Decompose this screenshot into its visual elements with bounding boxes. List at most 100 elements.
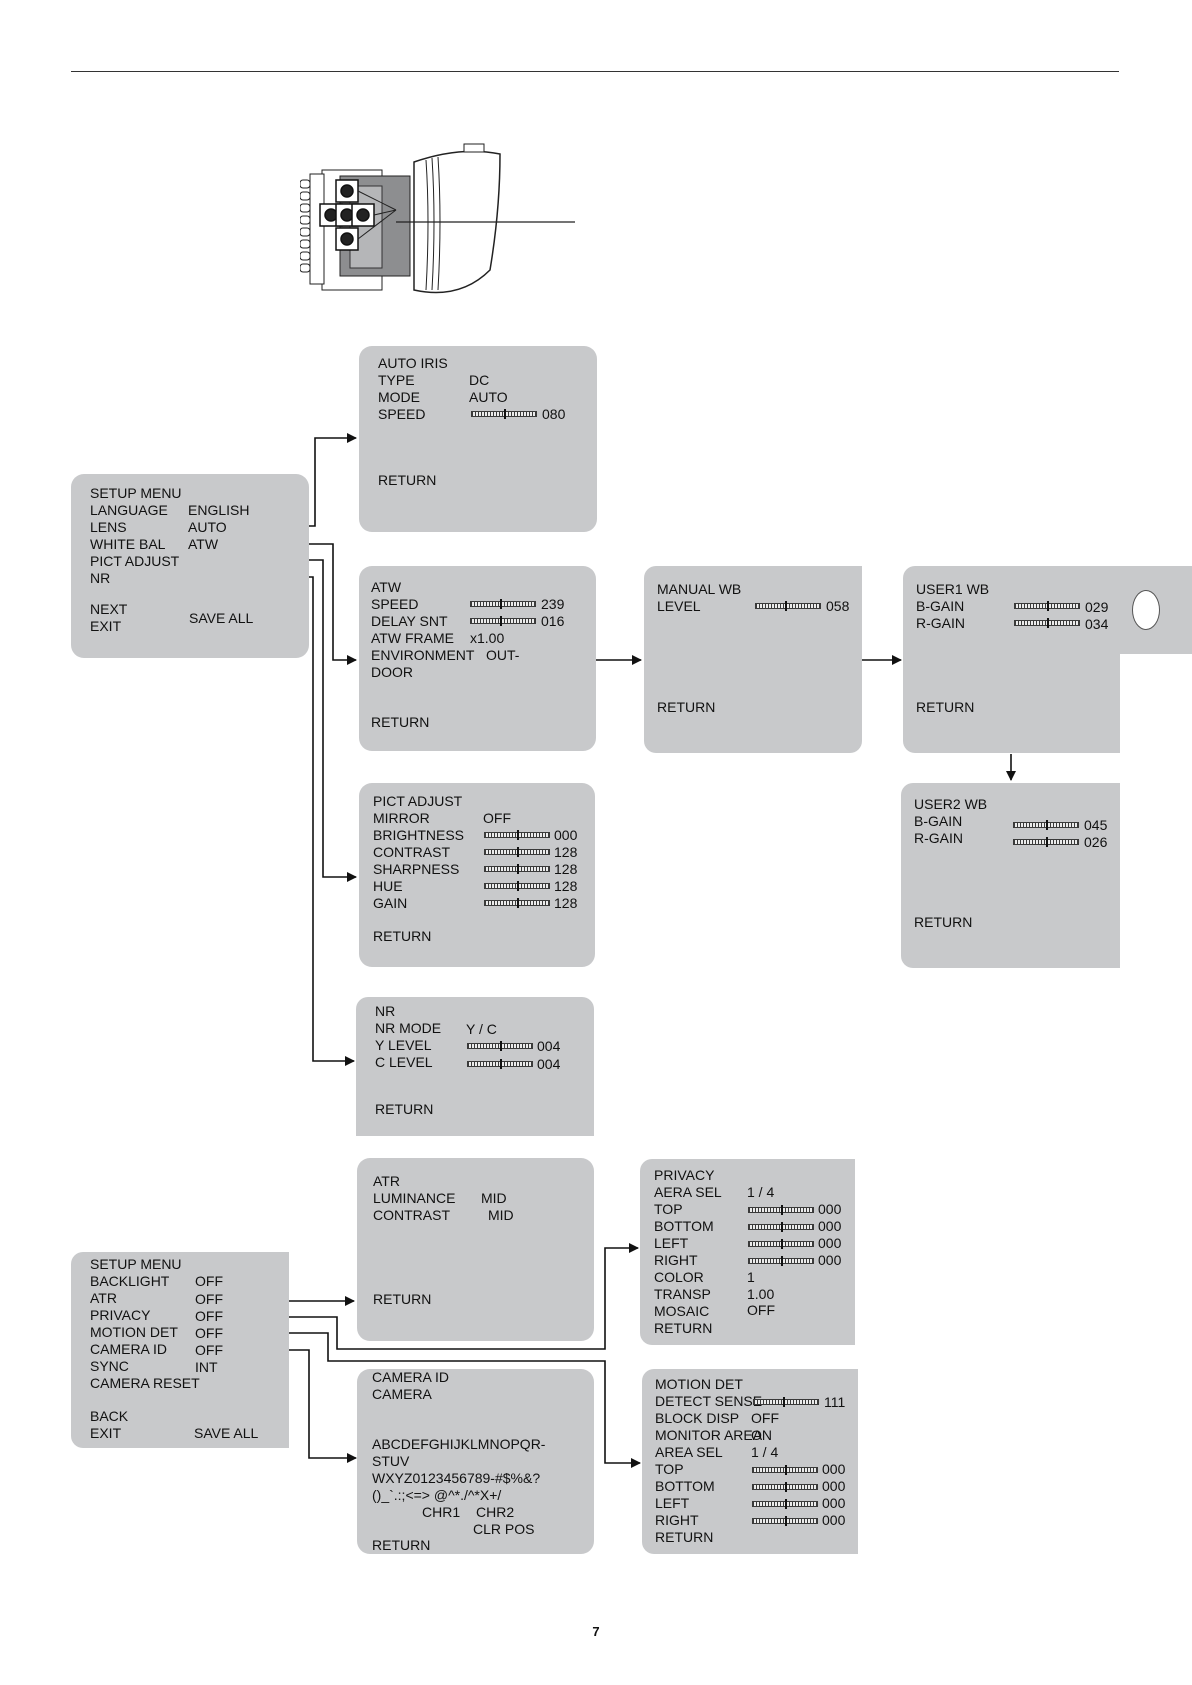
privacy-color-label[interactable]: COLOR: [654, 1269, 704, 1285]
menu-next[interactable]: NEXT: [90, 601, 128, 617]
user2-wb-rgain-slider[interactable]: [1013, 837, 1079, 847]
atw-speed-label[interactable]: SPEED: [371, 596, 419, 612]
pict-sharpness-label[interactable]: SHARPNESS: [373, 861, 460, 877]
motion-det-return[interactable]: RETURN: [655, 1529, 714, 1545]
menu-back[interactable]: BACK: [90, 1408, 129, 1424]
motion-sense-slider[interactable]: [753, 1397, 819, 1407]
user1-wb-rgain-label[interactable]: R-GAIN: [916, 615, 965, 631]
motion-monitor-label[interactable]: MONITOR AREA: [655, 1427, 763, 1443]
nr-y-level-slider[interactable]: [467, 1041, 533, 1051]
camera-id-camera[interactable]: CAMERA: [372, 1386, 432, 1402]
pict-gain-slider[interactable]: [484, 898, 550, 908]
privacy-left-label[interactable]: LEFT: [654, 1235, 689, 1251]
privacy-top-slider[interactable]: [748, 1205, 814, 1215]
auto-iris-type-label[interactable]: TYPE: [378, 372, 415, 388]
menu-nr-label[interactable]: NR: [90, 570, 111, 586]
atr-luminance-label[interactable]: LUMINANCE: [373, 1190, 456, 1206]
pict-hue-label[interactable]: HUE: [373, 878, 403, 894]
menu-motion-det-label[interactable]: MOTION DET: [90, 1324, 178, 1340]
pict-contrast-slider[interactable]: [484, 847, 550, 857]
user2-wb-bgain-slider[interactable]: [1013, 820, 1079, 830]
camera-id-chars-3[interactable]: WXYZ0123456789-#$%&?: [372, 1470, 541, 1486]
privacy-right-slider[interactable]: [748, 1256, 814, 1266]
menu-atr-label[interactable]: ATR: [90, 1290, 117, 1306]
auto-iris-mode-label[interactable]: MODE: [378, 389, 420, 405]
motion-area-label[interactable]: AREA SEL: [655, 1444, 723, 1460]
user1-wb-rgain-slider[interactable]: [1014, 618, 1080, 628]
privacy-bottom-slider[interactable]: [748, 1222, 814, 1232]
user1-wb-bgain-slider[interactable]: [1014, 601, 1080, 611]
menu-privacy-label[interactable]: PRIVACY: [90, 1307, 151, 1323]
atw-environment-label[interactable]: ENVIRONMENT: [371, 647, 475, 663]
manual-wb-return[interactable]: RETURN: [657, 699, 716, 715]
menu-white-bal-label[interactable]: WHITE BAL: [90, 536, 166, 552]
user1-wb-return[interactable]: RETURN: [916, 699, 975, 715]
atw-delay-slider[interactable]: [470, 616, 536, 626]
atw-delay-label[interactable]: DELAY SNT: [371, 613, 448, 629]
camera-id-clr-pos[interactable]: CLR POS: [473, 1521, 535, 1537]
pict-brightness-label[interactable]: BRIGHTNESS: [373, 827, 465, 843]
motion-top-slider[interactable]: [752, 1465, 818, 1475]
menu-language-label[interactable]: LANGUAGE: [90, 502, 168, 518]
motion-left-label[interactable]: LEFT: [655, 1495, 690, 1511]
pict-mirror-label[interactable]: MIRROR: [373, 810, 430, 826]
menu-pict-adjust-label[interactable]: PICT ADJUST: [90, 553, 180, 569]
pict-brightness-slider[interactable]: [484, 830, 550, 840]
motion-left-slider[interactable]: [752, 1499, 818, 1509]
nr-y-level-label[interactable]: Y LEVEL: [375, 1037, 432, 1053]
pict-hue-slider[interactable]: [484, 881, 550, 891]
menu-camera-reset-label[interactable]: CAMERA RESET: [90, 1375, 200, 1391]
user2-wb-return[interactable]: RETURN: [914, 914, 973, 930]
auto-iris-return[interactable]: RETURN: [378, 472, 437, 488]
camera-id-return[interactable]: RETURN: [372, 1537, 431, 1553]
atw-frame-label[interactable]: ATW FRAME: [371, 630, 454, 646]
atr-contrast-label[interactable]: CONTRAST: [373, 1207, 450, 1223]
user2-wb-bgain-label[interactable]: B-GAIN: [914, 813, 963, 829]
camera-id-chars-1[interactable]: ABCDEFGHIJKLMNOPQR-: [372, 1436, 546, 1452]
atw-speed-slider[interactable]: [470, 599, 536, 609]
pict-contrast-label[interactable]: CONTRAST: [373, 844, 450, 860]
motion-bottom-slider[interactable]: [752, 1482, 818, 1492]
privacy-area-label[interactable]: AERA SEL: [654, 1184, 722, 1200]
motion-block-label[interactable]: BLOCK DISP: [655, 1410, 740, 1426]
menu-exit-2[interactable]: EXIT: [90, 1425, 122, 1441]
menu-backlight-label[interactable]: BACKLIGHT: [90, 1273, 170, 1289]
motion-right-slider[interactable]: [752, 1516, 818, 1526]
nr-return[interactable]: RETURN: [375, 1101, 434, 1117]
camera-id-chr2[interactable]: CHR2: [476, 1504, 515, 1520]
nr-c-level-label[interactable]: C LEVEL: [375, 1054, 433, 1070]
motion-top-label[interactable]: TOP: [655, 1461, 684, 1477]
motion-bottom-label[interactable]: BOTTOM: [655, 1478, 715, 1494]
nr-mode-label[interactable]: NR MODE: [375, 1020, 442, 1036]
motion-right-label[interactable]: RIGHT: [655, 1512, 699, 1528]
manual-wb-level-label[interactable]: LEVEL: [657, 598, 701, 614]
menu-camera-id-label[interactable]: CAMERA ID: [90, 1341, 168, 1357]
manual-wb-level-slider[interactable]: [755, 601, 821, 611]
camera-id-chars-4[interactable]: ()_`.:;<=> @^*./^*X+/: [372, 1487, 502, 1503]
menu-lens-label[interactable]: LENS: [90, 519, 127, 535]
privacy-right-label[interactable]: RIGHT: [654, 1252, 698, 1268]
privacy-transp-label[interactable]: TRANSP: [654, 1286, 711, 1302]
menu-save-all-2[interactable]: SAVE ALL: [194, 1425, 259, 1441]
pict-gain-label[interactable]: GAIN: [373, 895, 408, 911]
auto-iris-speed-label[interactable]: SPEED: [378, 406, 426, 422]
privacy-mosaic-label[interactable]: MOSAIC: [654, 1303, 710, 1319]
user2-wb-rgain-label[interactable]: R-GAIN: [914, 830, 963, 846]
privacy-bottom-label[interactable]: BOTTOM: [654, 1218, 714, 1234]
pict-adjust-return[interactable]: RETURN: [373, 928, 432, 944]
camera-id-chr1[interactable]: CHR1: [422, 1504, 461, 1520]
nr-c-level-slider[interactable]: [467, 1059, 533, 1069]
camera-id-chars-2[interactable]: STUV: [372, 1453, 410, 1469]
privacy-top-label[interactable]: TOP: [654, 1201, 683, 1217]
pict-sharpness-slider[interactable]: [484, 864, 550, 874]
privacy-return[interactable]: RETURN: [654, 1320, 713, 1336]
user1-wb-bgain-label[interactable]: B-GAIN: [916, 598, 965, 614]
menu-save-all[interactable]: SAVE ALL: [189, 610, 254, 626]
menu-sync-label[interactable]: SYNC: [90, 1358, 129, 1374]
menu-exit[interactable]: EXIT: [90, 618, 122, 634]
motion-sense-label[interactable]: DETECT SENSE: [655, 1393, 763, 1409]
privacy-left-slider[interactable]: [748, 1239, 814, 1249]
atr-return[interactable]: RETURN: [373, 1291, 432, 1307]
atw-return[interactable]: RETURN: [371, 714, 430, 730]
auto-iris-speed-slider[interactable]: [471, 409, 537, 419]
